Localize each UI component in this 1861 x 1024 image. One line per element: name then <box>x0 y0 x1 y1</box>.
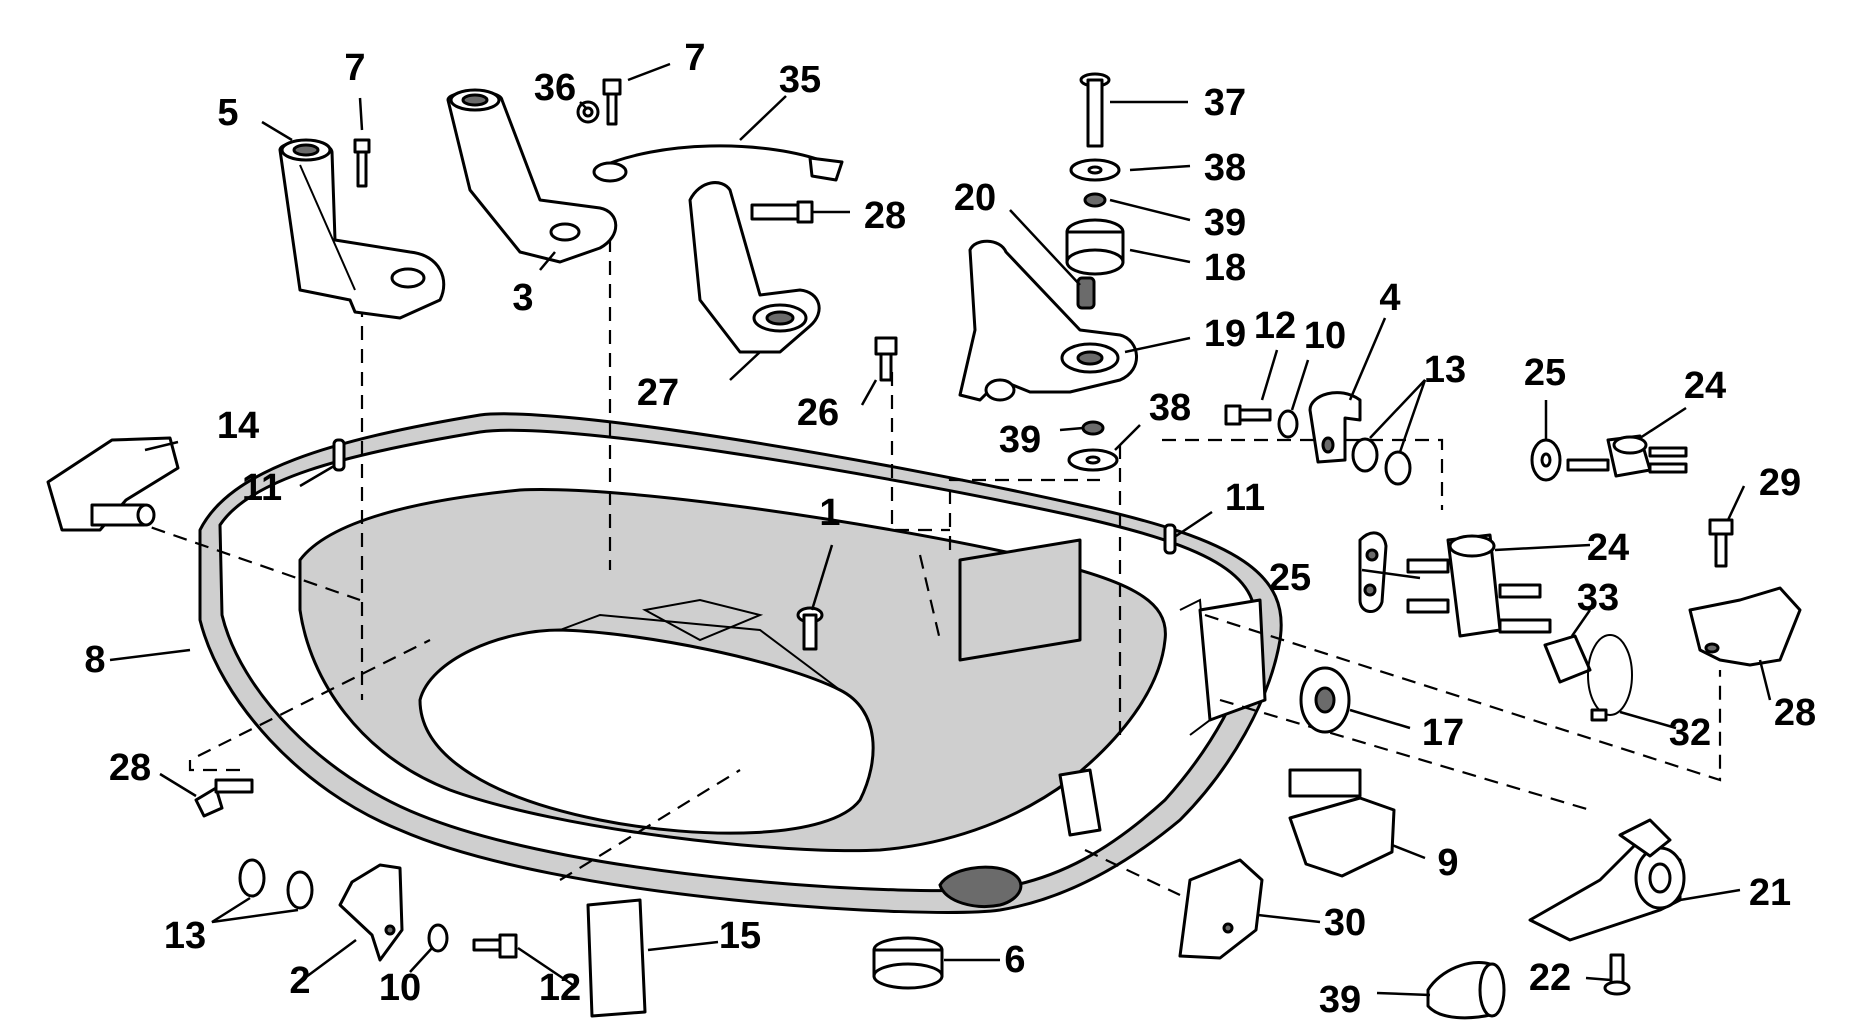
callout-37-top: 38 <box>1204 147 1246 189</box>
part-9-handle <box>1288 768 1396 878</box>
callout-39: 39 <box>1319 979 1361 1021</box>
callout-12-left: 12 <box>539 967 581 1009</box>
callout-11-left: 11 <box>242 467 282 509</box>
callout-37-bottom: 38 <box>1149 387 1191 429</box>
part-27-bolt <box>750 200 814 224</box>
part-5-bracket <box>278 138 446 320</box>
part-26-bracket <box>688 181 821 354</box>
part-39-sleeve <box>1426 961 1506 1020</box>
part-11-pin-b <box>1163 523 1177 555</box>
callout-14-left: 13 <box>164 915 206 957</box>
callout-4: 4 <box>1379 277 1400 319</box>
part-7-bolt-a <box>353 138 371 188</box>
part-23-fitting-b <box>1406 533 1552 638</box>
part-18-rubber-mount <box>1065 218 1125 276</box>
callout-38-top: 39 <box>1204 202 1246 244</box>
callout-2: 2 <box>289 960 310 1002</box>
part-30-bolt <box>1708 518 1734 568</box>
callout-31: 30 <box>1324 902 1366 944</box>
callout-29: 28 <box>1774 692 1816 734</box>
part-34-ground-strap <box>592 144 844 183</box>
callout-35: 36 <box>534 67 576 109</box>
part-29-bracket <box>1688 586 1802 667</box>
part-3-bracket <box>446 88 618 264</box>
part-1-bolt <box>796 606 824 651</box>
callout-17: 17 <box>1422 712 1464 754</box>
callout-14-right: 13 <box>1424 349 1466 391</box>
callout-21: 21 <box>1749 872 1791 914</box>
callout-22: 22 <box>1529 957 1571 999</box>
callout-33: 33 <box>1577 577 1619 619</box>
callout-11-right: 11 <box>1225 477 1265 519</box>
lower-motor-cover-tray <box>198 412 1283 914</box>
part-37-washer-b <box>1067 448 1119 472</box>
callout-10-left: 10 <box>379 967 421 1009</box>
callout-3: 3 <box>512 277 533 319</box>
callout-8: 8 <box>84 639 105 681</box>
callout-23-top: 24 <box>1684 365 1726 407</box>
part-6-grommet <box>872 936 944 990</box>
callout-10-right: 10 <box>1304 315 1346 357</box>
part-13-handle <box>46 436 180 532</box>
part-28-screw <box>194 778 254 818</box>
callout-38-bottom: 39 <box>999 419 1041 461</box>
part-35-lock-washer <box>576 100 600 124</box>
callout-1: 1 <box>819 492 840 534</box>
callout-15: 15 <box>719 915 761 957</box>
part-36-bolt <box>1079 72 1111 148</box>
part-4-clip <box>1308 391 1362 464</box>
callout-labels: 5 7 36 7 35 3 28 27 26 20 37 38 39 18 19… <box>84 37 1816 1021</box>
part-38-nut-b <box>1081 420 1105 436</box>
part-25-washer-a <box>1530 438 1562 482</box>
callout-7-left: 7 <box>344 47 365 89</box>
part-33-cap <box>1543 634 1592 684</box>
leader-lines <box>109 62 1772 997</box>
callout-26: 27 <box>637 372 679 414</box>
callout-9: 9 <box>1437 842 1458 884</box>
part-7-bolt-b <box>602 78 622 126</box>
part-31-cover <box>1178 858 1264 960</box>
callout-25-top: 25 <box>1524 352 1566 394</box>
part-12-bolt-a <box>1224 404 1272 426</box>
part-32-clamp <box>1587 634 1633 722</box>
callout-13: 14 <box>217 405 259 447</box>
part-37-washer-a <box>1069 158 1121 182</box>
part-11-pin-a <box>332 438 346 472</box>
callout-7-right: 7 <box>684 37 705 79</box>
callout-24: 26 <box>797 392 839 434</box>
part-22-screw <box>1603 953 1631 996</box>
part-10-washer-b <box>427 923 449 953</box>
callout-30: 29 <box>1759 462 1801 504</box>
callout-18: 18 <box>1204 247 1246 289</box>
callout-25-middle: 25 <box>1269 557 1311 599</box>
callout-32: 32 <box>1669 712 1711 754</box>
callout-19: 20 <box>954 177 996 219</box>
callout-6: 6 <box>1004 939 1025 981</box>
callout-34: 35 <box>779 59 821 101</box>
part-17-grommet <box>1299 666 1351 734</box>
part-15-pad <box>586 898 647 1018</box>
part-24-bolt <box>874 336 898 382</box>
callout-28: 28 <box>109 747 151 789</box>
part-2-cover <box>338 863 404 962</box>
callout-27: 28 <box>864 195 906 237</box>
part-20-bracket <box>958 239 1138 402</box>
callout-23-middle: 24 <box>1587 527 1629 569</box>
part-14-washers-b <box>238 858 314 910</box>
part-10-washer-a <box>1277 409 1299 439</box>
part-19-sleeve <box>1076 276 1096 310</box>
part-23-fitting-a <box>1566 434 1688 478</box>
assembly-guide-lines <box>129 215 1722 896</box>
part-12-bolt-b <box>472 933 518 959</box>
part-21-fitting <box>1528 818 1686 942</box>
callout-5: 5 <box>217 92 238 134</box>
callout-20: 19 <box>1204 313 1246 355</box>
part-14-washers-a <box>1351 437 1412 486</box>
callout-12-right: 12 <box>1254 305 1296 347</box>
part-38-nut-a <box>1083 192 1107 208</box>
callout-36: 37 <box>1204 82 1246 124</box>
